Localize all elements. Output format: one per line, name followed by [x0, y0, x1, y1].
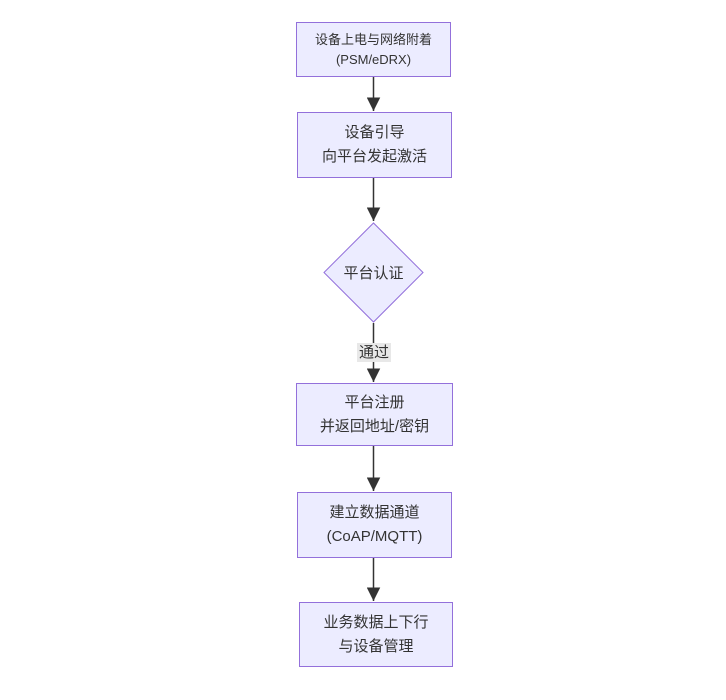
node-business-line1: 业务数据上下行: [323, 613, 429, 631]
node-business-line2: 与设备管理: [338, 637, 414, 655]
node-power-attach-line2: (PSM/eDRX): [335, 51, 412, 67]
node-bootstrap-line1: 设备引导: [344, 124, 405, 141]
node-register-line1: 平台注册: [344, 393, 405, 411]
node-bootstrap-line2: 向平台发起激活: [321, 148, 427, 165]
node-power-attach: 设备上电与网络附着 (PSM/eDRX): [296, 22, 451, 77]
node-register: 平台注册 并返回地址/密钥: [296, 383, 453, 446]
node-business: 业务数据上下行 与设备管理: [299, 602, 453, 667]
node-data-channel-line1: 建立数据通道: [329, 504, 420, 521]
node-bootstrap: 设备引导 向平台发起激活: [297, 112, 452, 178]
node-platform-auth: 平台认证: [323, 222, 424, 323]
node-power-attach-line1: 设备上电与网络附着: [314, 31, 432, 47]
node-register-line2: 并返回地址/密钥: [319, 417, 430, 435]
edge-label-pass: 通过: [356, 343, 392, 362]
node-platform-auth-label: 平台认证: [343, 265, 404, 282]
node-data-channel-line2: (CoAP/MQTT): [326, 528, 423, 545]
node-data-channel: 建立数据通道 (CoAP/MQTT): [297, 492, 452, 558]
